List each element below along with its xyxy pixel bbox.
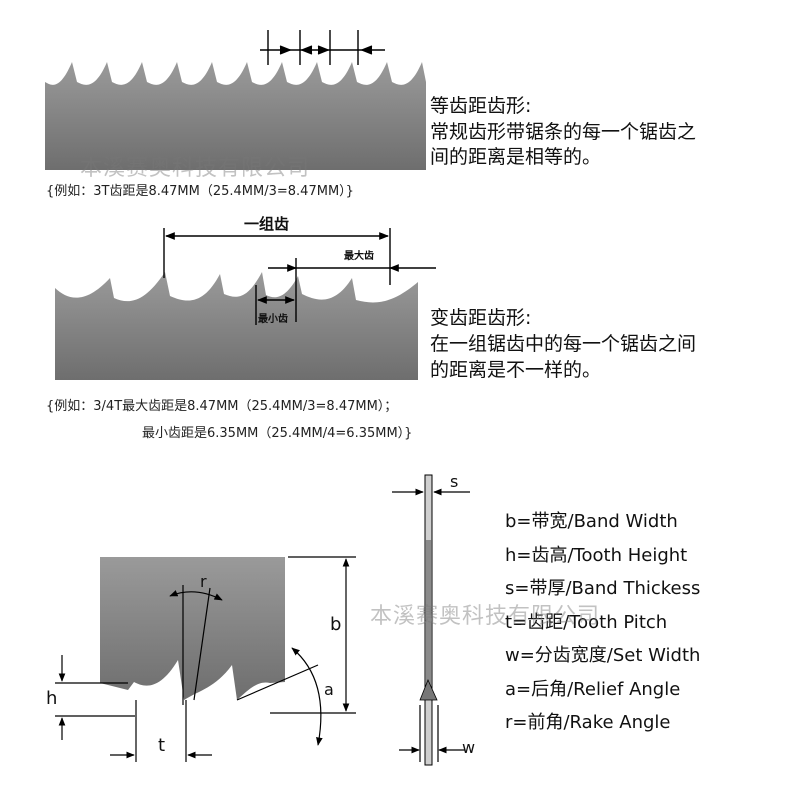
label-a: a xyxy=(324,680,334,699)
label-h: h xyxy=(46,688,58,709)
label-b: b xyxy=(330,614,342,635)
label-r: r xyxy=(200,572,207,591)
legend-item-a: a=后角/Relief Angle xyxy=(505,678,681,700)
variable-pitch-title: 变齿距齿形: xyxy=(430,307,532,329)
legend-item-b: b=带宽/Band Width xyxy=(505,511,678,532)
legend-item-s: s=带厚/Band Thickess xyxy=(505,578,701,599)
tooth-profile xyxy=(100,557,345,712)
tooth-dimensions xyxy=(55,556,356,762)
legend-item-h: h=齿高/Tooth Height xyxy=(505,544,688,566)
equal-pitch-dimension xyxy=(260,30,385,65)
min-tooth-label: 最小齿 xyxy=(258,314,288,325)
variable-pitch-blade xyxy=(55,272,418,380)
label-t: t xyxy=(158,735,166,756)
legend-item-w: w=分齿宽度/Set Width xyxy=(505,645,701,666)
band-side-view xyxy=(419,474,438,766)
variable-pitch-desc-line2: 的距离是不一样的。 xyxy=(430,359,602,381)
band-side-dimensions xyxy=(392,488,470,762)
variable-pitch-example-line2: 最小齿距是6.35MM（25.4MM/4=6.35MM）} xyxy=(142,426,413,441)
equal-pitch-desc-line2: 间的距离是相等的。 xyxy=(430,146,602,168)
label-s: s xyxy=(450,472,459,491)
equal-pitch-example: {例如：3T齿距是8.47MM（25.4MM/3=8.47MM）} xyxy=(46,184,354,199)
legend-item-t: t=齿距/Tooth Pitch xyxy=(505,611,668,633)
watermark-bottom: 本溪赛奥科技有限公司 xyxy=(370,604,601,629)
variable-pitch-dimensions xyxy=(163,228,436,325)
equal-pitch-desc-line1: 常规齿形带锯条的每一个锯齿之 xyxy=(430,121,697,143)
max-tooth-label: 最大齿 xyxy=(344,251,374,262)
label-w: w xyxy=(462,738,476,757)
equal-pitch-title: 等齿距齿形: xyxy=(430,95,532,117)
group-of-teeth-label: 一组齿 xyxy=(244,215,290,233)
watermark-top: 本溪赛奥科技有限公司 xyxy=(80,156,311,181)
variable-pitch-example-line1: {例如：3/4T最大齿距是8.47MM（25.4MM/3=8.47MM）； xyxy=(46,399,398,414)
legend: b=带宽/Band Width h=齿高/Tooth Height s=带厚/B… xyxy=(505,505,700,740)
legend-item-r: r=前角/Rake Angle xyxy=(505,712,671,733)
equal-pitch-blade xyxy=(45,62,426,170)
variable-pitch-desc-line1: 在一组锯齿中的每一个锯齿之间 xyxy=(430,333,697,355)
